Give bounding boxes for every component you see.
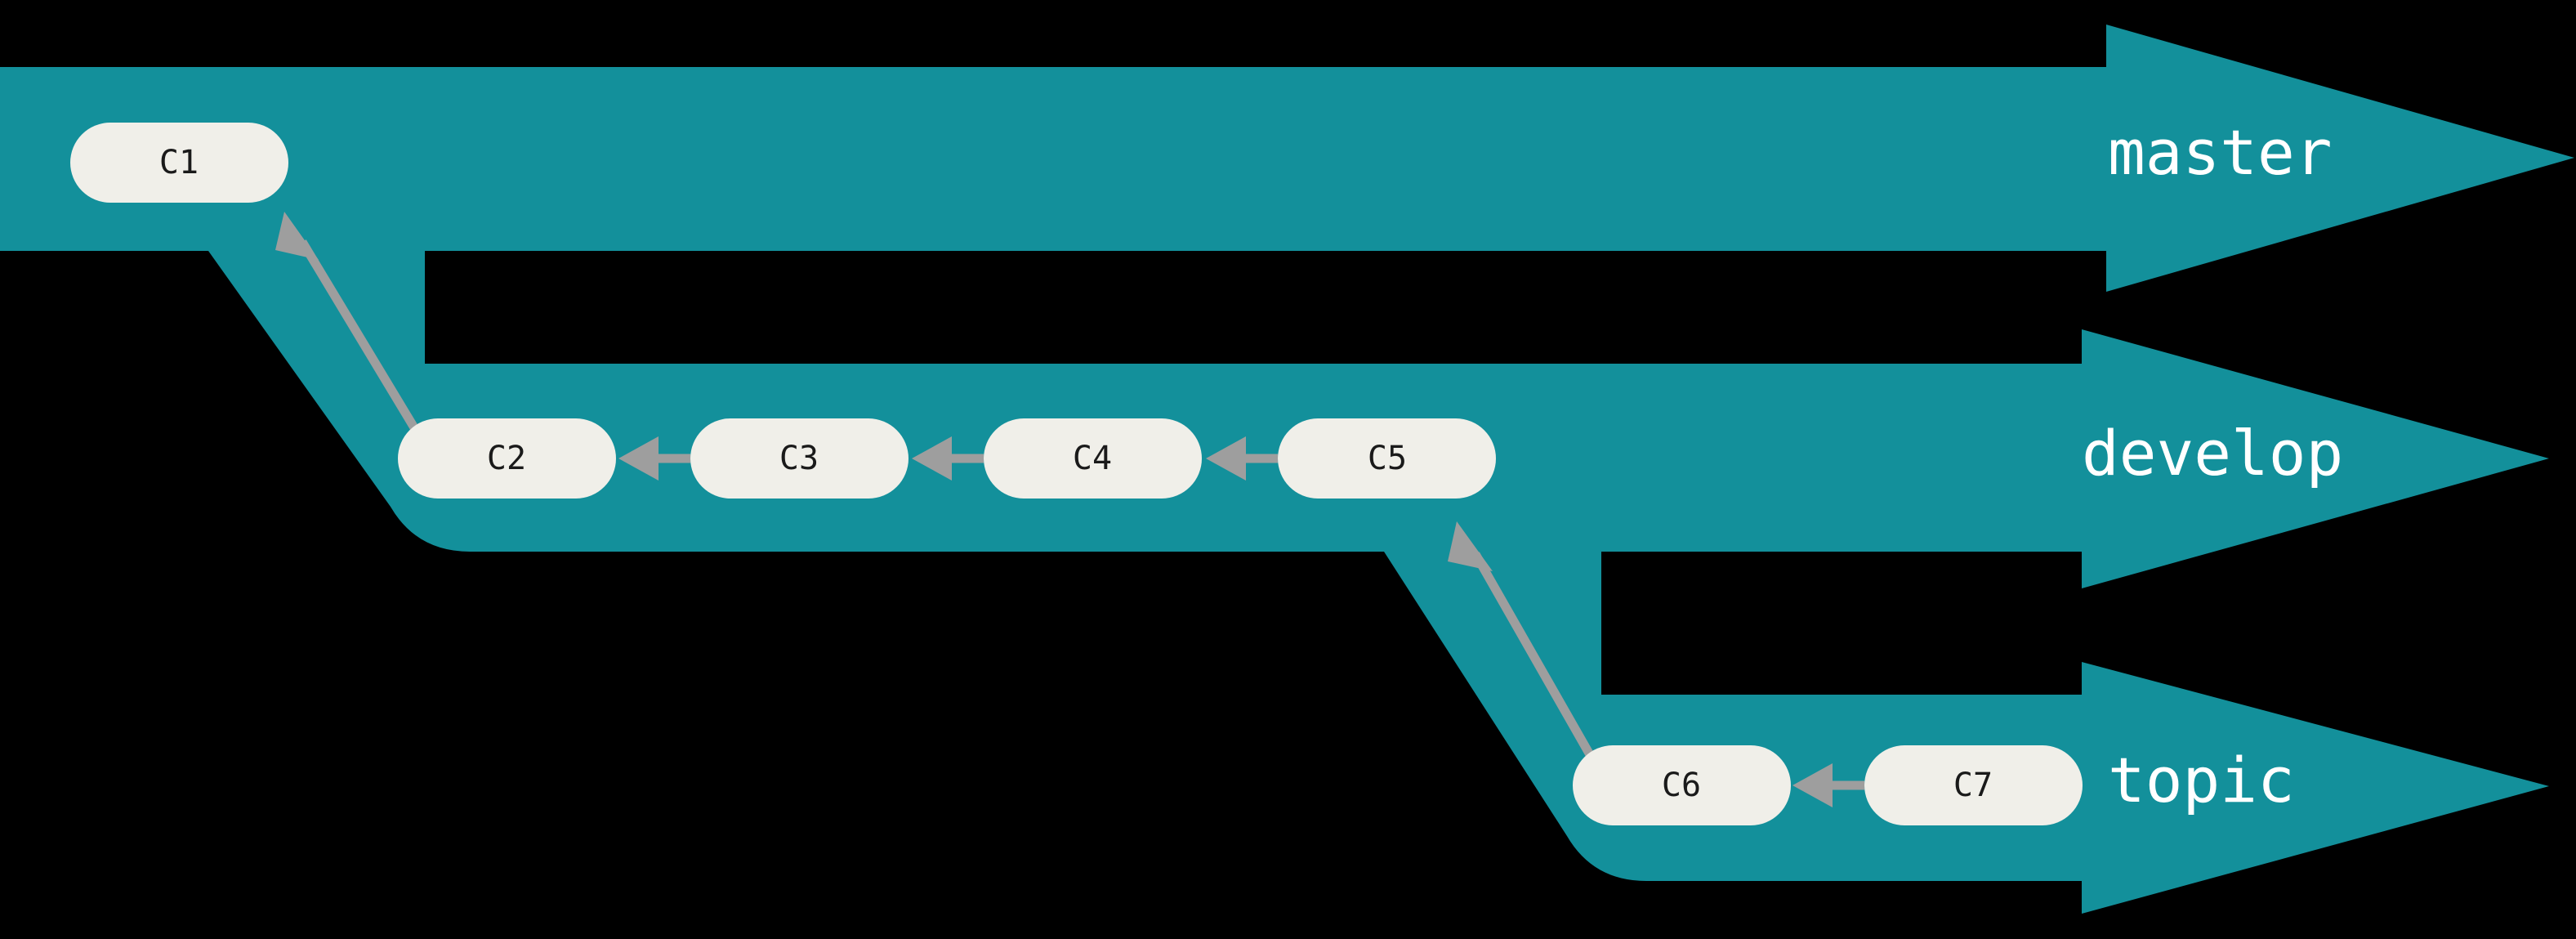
commit-parent-arrows-group	[275, 212, 1864, 807]
commit-node-c4-label: C4	[1073, 440, 1112, 477]
ribbon-master-row	[0, 67, 2106, 251]
ribbon-topic-arrowhead	[2082, 662, 2549, 914]
commit-node-c2[interactable]: C2	[398, 418, 616, 499]
commit-node-c4-shape[interactable]	[984, 418, 1202, 499]
commit-node-c5-shape[interactable]	[1278, 418, 1496, 499]
commit-node-c7-shape[interactable]	[1864, 745, 2083, 825]
arrow-c7-to-c6	[1792, 763, 1864, 807]
commit-node-c6[interactable]: C6	[1573, 745, 1791, 825]
branch-label-master: master	[2108, 116, 2333, 189]
ribbon-master-to-develop-connector	[208, 251, 2082, 552]
ribbon-master-arrowhead	[2106, 25, 2574, 292]
commit-node-c4[interactable]: C4	[984, 418, 1202, 499]
commit-nodes-group: C1 C2 C3 C4 C5 C6	[70, 123, 2083, 825]
arrow-c4-to-c3	[912, 436, 984, 481]
arrow-c2-to-c1	[275, 212, 419, 431]
ribbon-develop-arrowhead	[2082, 329, 2549, 588]
commit-node-c1-label: C1	[159, 144, 199, 181]
commit-node-c3-label: C3	[779, 440, 819, 477]
commit-node-c1-shape[interactable]	[70, 123, 288, 203]
commit-node-c6-label: C6	[1662, 767, 1701, 804]
commit-node-c5-label: C5	[1368, 440, 1407, 477]
branch-label-develop: develop	[2082, 417, 2343, 490]
branch-labels-group: master develop topic	[2082, 116, 2343, 816]
commit-node-c7[interactable]: C7	[1864, 745, 2083, 825]
commit-node-c2-shape[interactable]	[398, 418, 616, 499]
ribbon-develop-to-topic-connector	[1384, 552, 2082, 881]
commit-node-c1[interactable]: C1	[70, 123, 288, 203]
commit-node-c6-shape[interactable]	[1573, 745, 1791, 825]
commit-node-c3[interactable]: C3	[690, 418, 909, 499]
commit-node-c5[interactable]: C5	[1278, 418, 1496, 499]
commit-node-c3-shape[interactable]	[690, 418, 909, 499]
arrow-c5-to-c4	[1206, 436, 1278, 481]
arrow-c6-to-c5	[1448, 521, 1596, 760]
commit-node-c2-label: C2	[487, 440, 526, 477]
commit-node-c7-label: C7	[1953, 767, 1993, 804]
branch-label-topic: topic	[2108, 744, 2295, 816]
arrow-c3-to-c2	[618, 436, 690, 481]
